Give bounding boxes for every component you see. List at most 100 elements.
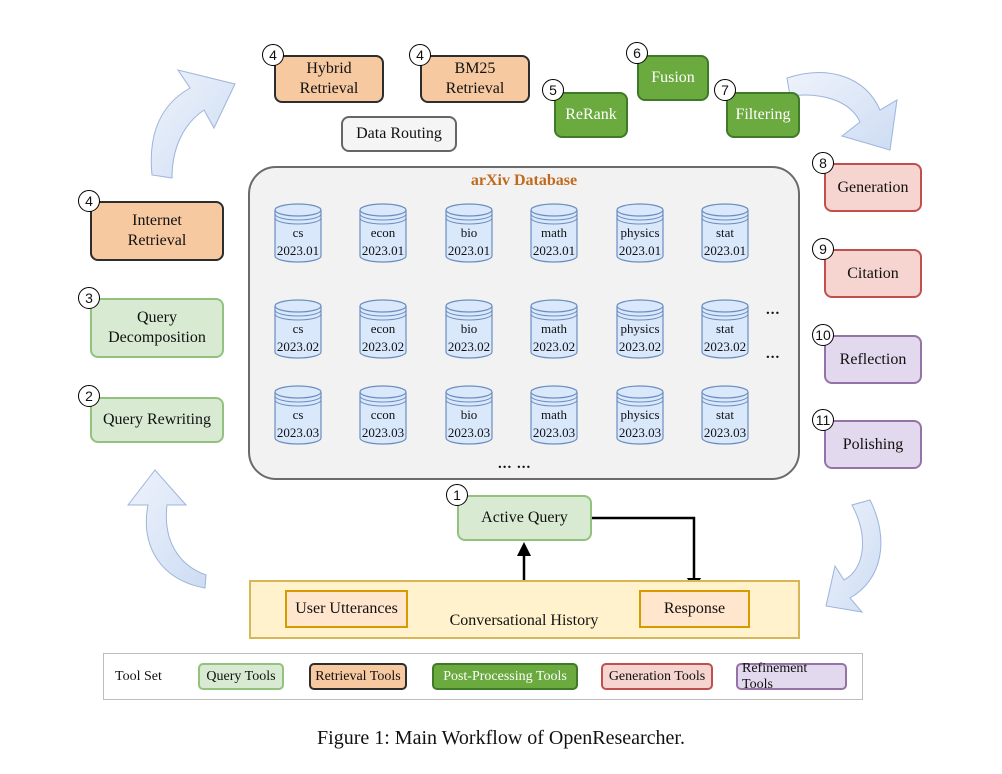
data-routing-box: Data Routing (341, 116, 457, 152)
cylinder-date: 2023.03 (447, 425, 491, 440)
step-badge-reflection: 10 (812, 324, 834, 346)
cylinder-category: bio (460, 407, 478, 422)
cylinder-category: bio (460, 321, 478, 336)
step-badge-polishing: 11 (812, 409, 834, 431)
filtering-box: Filtering (726, 92, 800, 138)
cylinder-category: physics (620, 225, 660, 240)
database-cylinder: stat 2023.02 (701, 299, 749, 359)
flow-arrow-down-left (825, 499, 882, 613)
step-badge-decomposition: 3 (78, 287, 100, 309)
rerank-box: ReRank (554, 92, 628, 138)
cylinder-date: 2023.01 (276, 243, 320, 258)
response-box: Response (639, 590, 750, 628)
arxiv-database-title: arXiv Database (470, 172, 578, 189)
cylinder-category: math (541, 225, 567, 240)
database-cylinder: cs 2023.01 (274, 203, 322, 263)
database-cylinder: bio 2023.03 (445, 385, 493, 445)
cylinder-category: stat (715, 321, 735, 336)
step-badge-generation: 8 (812, 152, 834, 174)
reflection-box: Reflection (824, 335, 922, 384)
step-badge-rerank: 5 (542, 79, 564, 101)
step-badge-citation: 9 (812, 238, 834, 260)
ellipsis-bottom: ... ... (498, 456, 532, 472)
cylinder-date: 2023.03 (703, 425, 747, 440)
cylinder-date: 2023.02 (447, 339, 491, 354)
database-cylinder: econ 2023.01 (359, 203, 407, 263)
cylinder-category: physics (620, 321, 660, 336)
cylinder-category: stat (715, 225, 735, 240)
cylinder-date: 2023.01 (532, 243, 576, 258)
cylinder-category: econ (370, 321, 396, 336)
flow-arrow-up-bottom-left (126, 469, 207, 589)
cylinder-category: cs (292, 407, 304, 422)
citation-box: Citation (824, 249, 922, 298)
step-badge-fusion: 6 (626, 42, 648, 64)
database-cylinder: econ 2023.02 (359, 299, 407, 359)
cylinder-date: 2023.03 (276, 425, 320, 440)
flow-arrow-down-right (786, 72, 898, 151)
hybrid-retrieval-box: Hybrid Retrieval (274, 55, 384, 103)
user-utterances-box: User Utterances (285, 590, 408, 628)
cylinder-date: 2023.01 (618, 243, 662, 258)
cylinder-category: econ (370, 225, 396, 240)
database-cylinder: bio 2023.01 (445, 203, 493, 263)
arrow-active-to-response (592, 516, 696, 582)
cylinder-category: math (541, 321, 567, 336)
ellipsis-row-right-1: ... (766, 302, 781, 318)
database-cylinder: ccon 2023.03 (359, 385, 407, 445)
internet-retrieval-box: Internet Retrieval (90, 201, 224, 261)
step-badge-active-query: 1 (446, 484, 468, 506)
database-cylinder: cs 2023.03 (274, 385, 322, 445)
legend-query-tools: Query Tools (198, 663, 284, 690)
bm25-retrieval-box: BM25 Retrieval (420, 55, 530, 103)
flow-arrow-up-left (150, 69, 236, 179)
step-badge-rewriting: 2 (78, 385, 100, 407)
cylinder-date: 2023.02 (276, 339, 320, 354)
conversational-history-title: Conversational History (449, 612, 599, 629)
database-cylinder: math 2023.01 (530, 203, 578, 263)
cylinder-date: 2023.03 (532, 425, 576, 440)
step-badge-internet: 4 (78, 190, 100, 212)
database-cylinder: physics 2023.01 (616, 203, 664, 263)
database-cylinder: stat 2023.03 (701, 385, 749, 445)
cylinder-date: 2023.01 (703, 243, 747, 258)
legend-refinement-tools: Refinement Tools (736, 661, 847, 692)
cylinder-date: 2023.01 (361, 243, 405, 258)
generation-box: Generation (824, 163, 922, 212)
polishing-box: Polishing (824, 420, 922, 469)
fusion-box: Fusion (637, 55, 709, 101)
database-cylinder: physics 2023.02 (616, 299, 664, 359)
cylinder-category: stat (715, 407, 735, 422)
query-rewriting-box: Query Rewriting (90, 397, 224, 443)
cylinder-date: 2023.02 (703, 339, 747, 354)
database-cylinder: math 2023.03 (530, 385, 578, 445)
cylinder-category: cs (292, 321, 304, 336)
legend-retrieval-tools: Retrieval Tools (309, 663, 407, 690)
database-cylinder: bio 2023.02 (445, 299, 493, 359)
database-cylinder: cs 2023.02 (274, 299, 322, 359)
figure-caption: Figure 1: Main Workflow of OpenResearche… (317, 727, 685, 749)
cylinder-date: 2023.03 (618, 425, 662, 440)
database-cylinder: math 2023.02 (530, 299, 578, 359)
database-cylinder: physics 2023.03 (616, 385, 664, 445)
cylinder-date: 2023.02 (618, 339, 662, 354)
cylinder-category: ccon (370, 407, 396, 422)
step-badge-bm25: 4 (409, 44, 431, 66)
cylinder-date: 2023.02 (361, 339, 405, 354)
cylinder-date: 2023.03 (361, 425, 405, 440)
cylinder-date: 2023.02 (532, 339, 576, 354)
cylinder-date: 2023.01 (447, 243, 491, 258)
cylinder-category: math (541, 407, 567, 422)
legend-generation-tools: Generation Tools (601, 663, 713, 690)
legend-post-processing-tools: Post-Processing Tools (432, 663, 578, 690)
ellipsis-row-right-2: ... (766, 346, 781, 362)
active-query-box: Active Query (457, 495, 592, 541)
step-badge-hybrid: 4 (262, 44, 284, 66)
cylinder-category: bio (460, 225, 478, 240)
tool-set-label: Tool Set (115, 669, 162, 684)
cylinder-category: physics (620, 407, 660, 422)
cylinder-category: cs (292, 225, 304, 240)
step-badge-filtering: 7 (714, 79, 736, 101)
database-cylinder: stat 2023.01 (701, 203, 749, 263)
